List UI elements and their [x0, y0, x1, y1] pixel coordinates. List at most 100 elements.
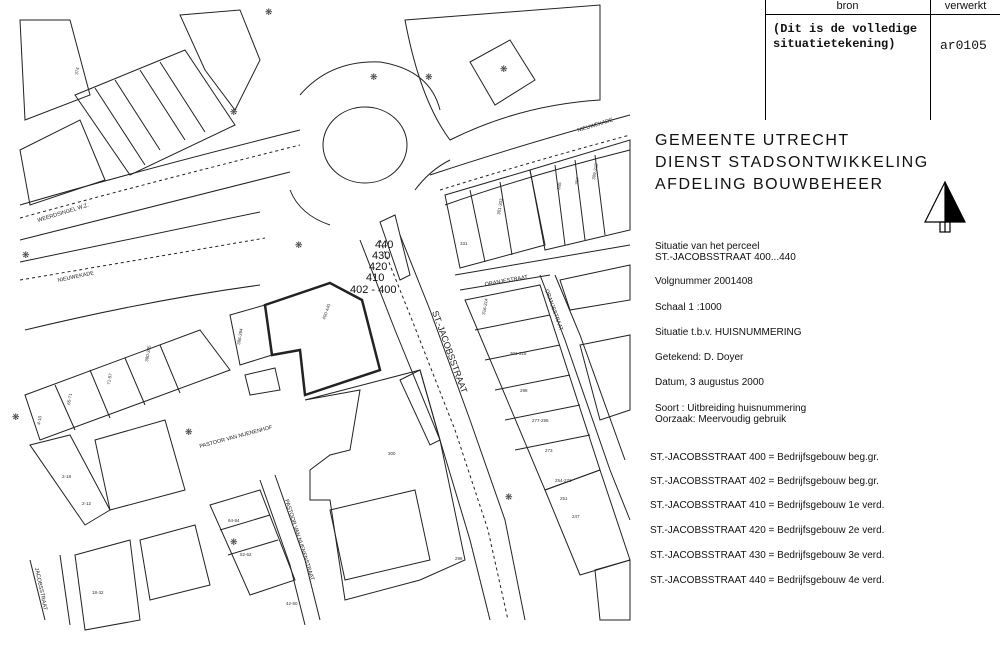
- block-top-left-2: [19, 119, 106, 206]
- org-line-2: DIENST STADSONTWIKKELING: [655, 154, 929, 171]
- houses-bottom-mid: [209, 489, 296, 596]
- legend-item: ST.-JACOBSSTRAAT 440 = Bedrijfsgebouw 4e…: [650, 575, 885, 586]
- tree-icon: ❋: [12, 412, 20, 422]
- block-top-left: [74, 49, 236, 176]
- house-number: 71-87: [106, 372, 113, 385]
- number-430: 430: [372, 250, 390, 262]
- stamp-border-mid: [930, 0, 931, 120]
- oranjestraat-edge-2: [459, 274, 551, 291]
- north-arrow-icon: [924, 180, 966, 233]
- nieuwekade-edge-1: [19, 211, 261, 263]
- top-right-block: [404, 4, 601, 141]
- house-number: 301-303: [496, 198, 504, 216]
- label-pastoor-straat: PASTOOR VAN NUENENSTRAAT: [283, 499, 315, 582]
- house-number: 251: [560, 496, 568, 501]
- house-number: 301-318: [510, 351, 527, 356]
- legend-item: ST.-JACOBSSTRAAT 402 = Bedrijfsgebouw be…: [650, 476, 879, 487]
- houses-bottom-right-corner: [594, 559, 631, 621]
- oorzaak: Oorzaak: Meervoudig gebruik: [655, 414, 787, 425]
- block-top-left-lines: [94, 61, 206, 166]
- drawn-by: Getekend: D. Doyer: [655, 352, 744, 363]
- st-jacobsstraat-edge-right: [399, 234, 526, 621]
- tree-icon: ❋: [230, 537, 238, 547]
- house-number: 300: [388, 451, 396, 456]
- house-number: 307: [574, 176, 580, 185]
- tree-icon: ❋: [370, 72, 378, 82]
- label-pastoor-hof: PASTOOR VAN NUENENHOF: [199, 425, 274, 450]
- schaal: Schaal 1 :1000: [655, 302, 722, 313]
- legend-item: ST.-JACOBSSTRAAT 430 = Bedrijfsgebouw 3e…: [650, 550, 885, 561]
- houses-right-lines: [469, 154, 606, 263]
- oranjestraat-vert-1: [539, 274, 631, 521]
- block-top-center: [179, 9, 261, 111]
- house-number: 254-271: [555, 478, 572, 483]
- stamp-header-verwerkt: verwerkt: [931, 0, 1000, 15]
- label-oranjestraat: ORANJESTRAAT: [484, 274, 529, 288]
- tree-icon: ❋: [22, 250, 30, 260]
- block-top-left-top: [19, 19, 91, 121]
- houses-right-far: [559, 264, 631, 311]
- house-number: 309-313: [591, 163, 599, 181]
- weerdsingel-edge-1: [19, 129, 301, 206]
- label-weerdsingel: WEERDSINGEL W.Z.: [37, 202, 90, 223]
- house-number: 277-295: [532, 418, 549, 423]
- parcel-label: 400-440: [321, 303, 332, 321]
- tree-icon: ❋: [265, 7, 273, 17]
- nieuwekade-edge-3: [24, 284, 261, 331]
- hof-small-building: [244, 367, 281, 396]
- house-number: 386-394: [236, 328, 244, 346]
- building-center-inner: [329, 489, 431, 581]
- building-center-right: [399, 369, 441, 446]
- house-number: 52-62: [240, 552, 252, 557]
- purpose: Situatie t.b.v. HUISNUMMERING: [655, 327, 802, 338]
- tree-icon: ❋: [230, 107, 238, 117]
- tree-icon: ❋: [505, 492, 513, 502]
- soort: Soort : Uitbreiding huisnummering: [655, 403, 807, 414]
- houses-right-col-lines: [474, 314, 591, 451]
- tree-icon: ❋: [425, 72, 433, 82]
- roundabout: [322, 106, 408, 184]
- title-stamp: bron verwerkt (Dit is de volledige situa…: [765, 0, 1000, 120]
- number-440: 440: [375, 239, 393, 251]
- weerdsingel-edge-3: [19, 171, 291, 241]
- house-number: 2-12: [82, 501, 92, 506]
- label-nieuwekade-right: NIEUWEKADE: [577, 117, 614, 134]
- stamp-border-left: [765, 0, 766, 120]
- building-center-big: [304, 369, 466, 601]
- oranjestraat-vert-2: [554, 274, 626, 461]
- house-number: 298: [520, 388, 528, 393]
- tree-icon: ❋: [500, 64, 508, 74]
- house-number: 18-32: [92, 590, 104, 595]
- houses-mid-left: [24, 329, 231, 441]
- house-number: 331: [460, 241, 468, 246]
- house-number: 42-50: [286, 601, 298, 606]
- top-right-building: [469, 39, 536, 106]
- houses-bottom-left-2: [74, 539, 141, 631]
- houses-right-far-2: [579, 334, 631, 421]
- number-402-400: 402 - 400: [350, 284, 396, 296]
- house-number: 273: [545, 448, 553, 453]
- stamp-source-text: (Dit is de volledige situatietekening): [773, 22, 918, 51]
- legend-item: ST.-JACOBSSTRAAT 410 = Bedrijfsgebouw 1e…: [650, 500, 885, 511]
- nieuwekade-right-3: [444, 149, 631, 206]
- houses-bottom-left: [29, 434, 111, 526]
- tree-icon: ❋: [295, 240, 303, 250]
- weerdsingel-edge-2: [19, 144, 301, 219]
- house-number: 64-84: [228, 518, 240, 523]
- houses-bottom-mid-lines: [219, 514, 279, 556]
- org-line-3: AFDELING BOUWBEHEER: [655, 176, 884, 193]
- houses-right-top-2: [529, 139, 631, 251]
- house-number: 305: [556, 181, 562, 190]
- house-number: 2-18: [62, 474, 72, 479]
- block-mid-center: [229, 304, 273, 366]
- house-number: 296: [455, 556, 463, 561]
- tree-icon: ❋: [185, 427, 193, 437]
- hof-courtyard-2: [139, 524, 211, 601]
- number-410: 410: [366, 272, 384, 284]
- stamp-header-bron: bron: [765, 0, 930, 15]
- house-number: 4-10: [36, 415, 43, 425]
- house-number: 247: [572, 514, 580, 519]
- parcel-400-440: [263, 281, 382, 397]
- house-number: 374: [74, 66, 80, 75]
- oranjestraat-edge-1: [454, 244, 631, 276]
